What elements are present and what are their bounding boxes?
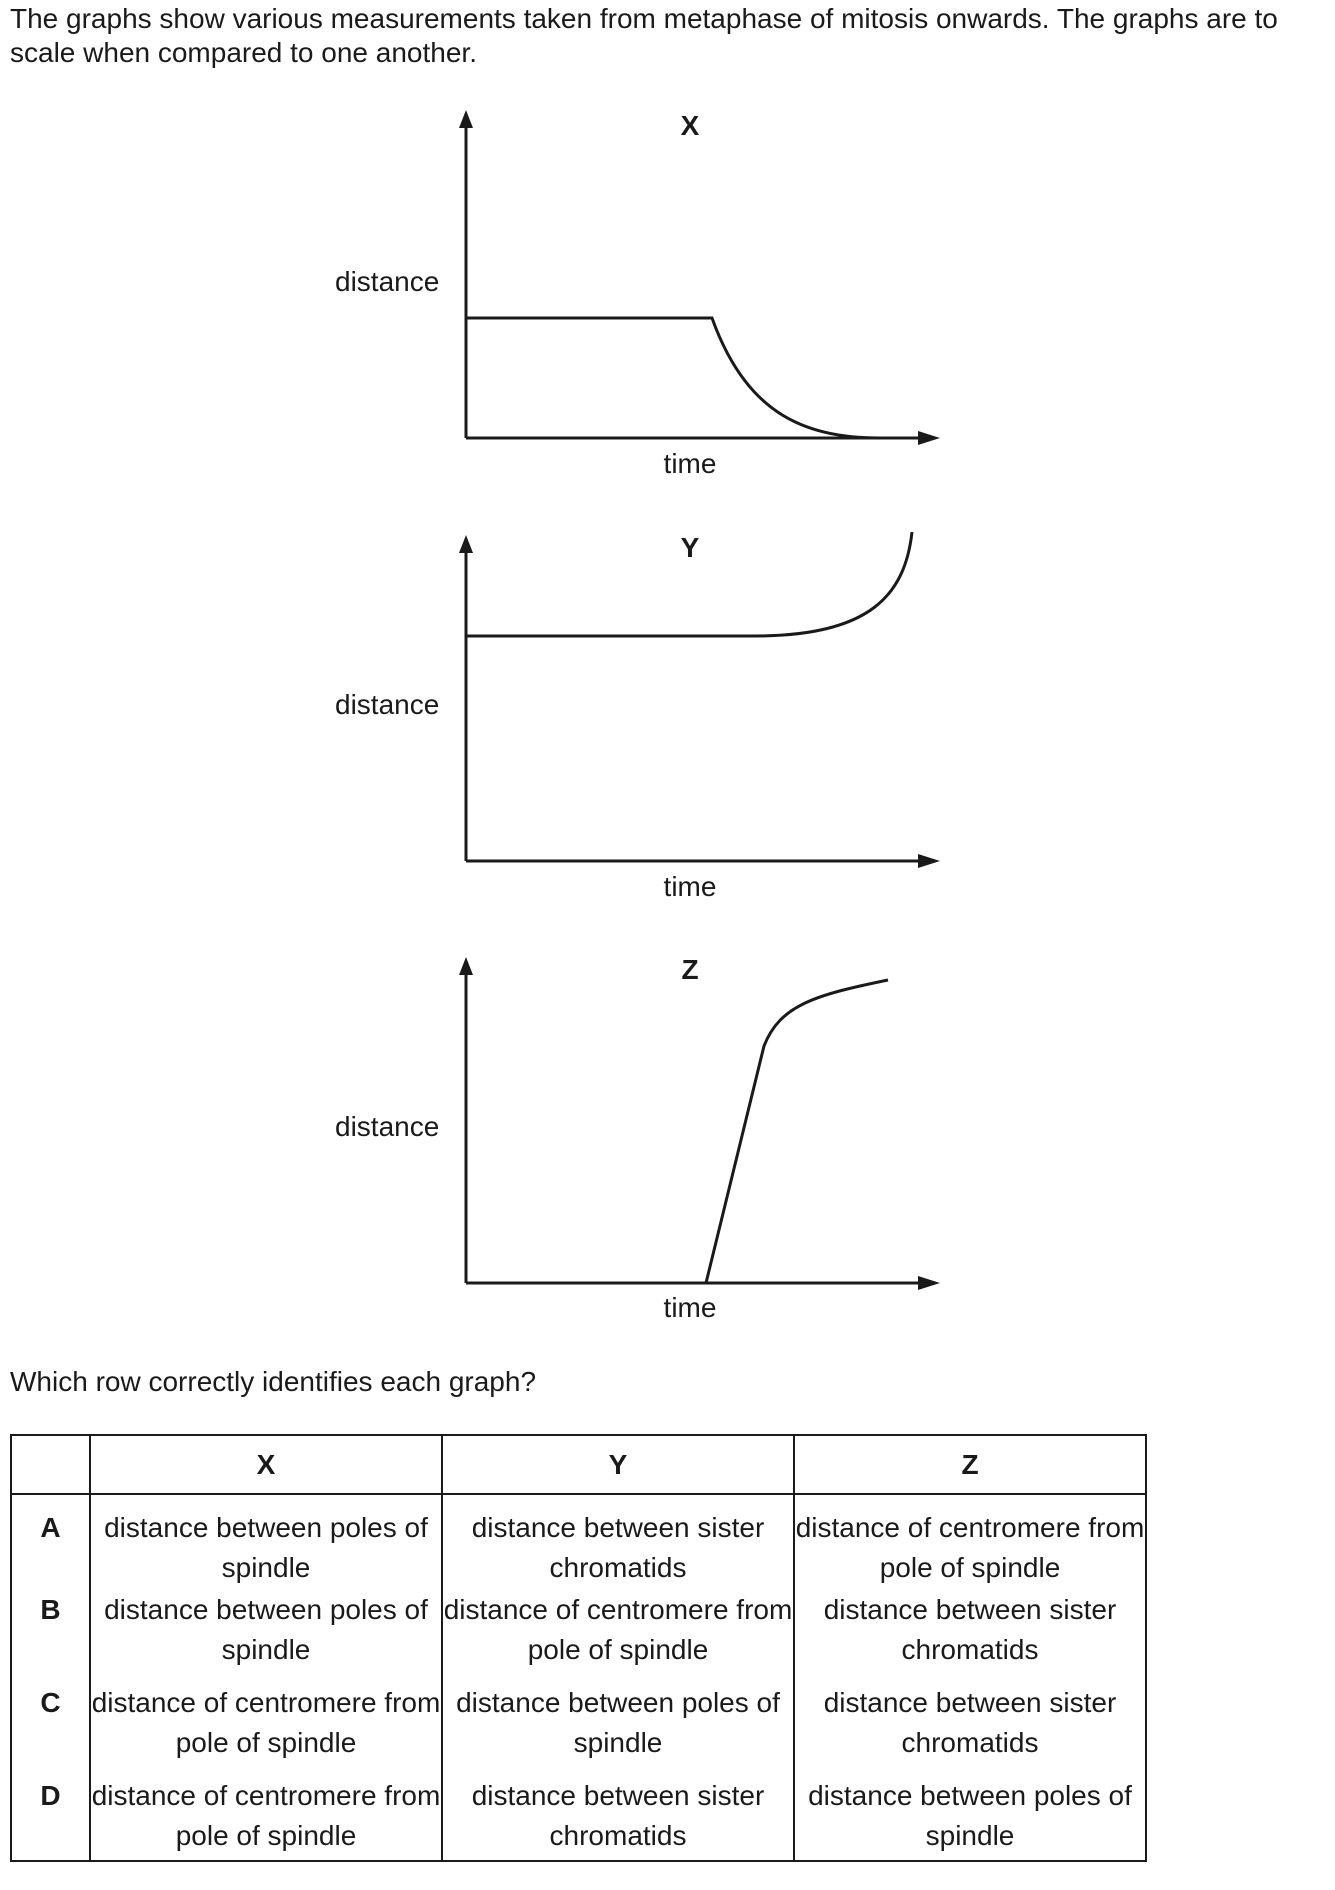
table-cell: distance between sister chromatids [793,1681,1147,1774]
graph-title: Y [680,532,700,563]
y-axis-label: distance [335,266,440,297]
x-axis-label: time [663,448,717,479]
table-header-row: X Y Z [10,1434,1147,1495]
table-cell: distance of centromere from pole of spin… [89,1681,443,1774]
graph-title: X [680,110,700,141]
table-cell: distance between sister chromatids [441,1774,795,1862]
header-cell: Z [793,1434,1147,1495]
table-row: A distance between poles of spindle dist… [10,1494,1147,1588]
header-cell: Y [441,1434,795,1495]
y-axis-arrowhead [459,535,473,553]
x-axis-arrowhead [918,854,940,868]
intro-text: The graphs show various measurements tak… [10,3,1278,68]
x-axis-arrowhead [918,1276,940,1290]
y-axis-label: distance [335,1111,440,1142]
question-text: Which row correctly identifies each grap… [10,1366,537,1397]
table-cell: distance between poles of spindle [89,1494,443,1588]
x-axis-arrowhead [918,431,940,445]
curve-y [466,531,914,638]
x-axis-label: time [663,871,717,902]
y-axis-label: distance [335,689,440,720]
table-row: B distance between poles of spindle dist… [10,1588,1147,1681]
table-row: C distance of centromere from pole of sp… [10,1681,1147,1774]
y-axis-arrowhead [459,110,473,128]
curve-z [704,978,889,1284]
graph-y-plot [459,531,940,868]
table-cell: distance between poles of spindle [793,1774,1147,1862]
table-cell: distance between sister chromatids [793,1588,1147,1681]
row-letter: A [10,1494,91,1588]
row-letter: D [10,1774,91,1862]
y-axis-arrowhead [459,957,473,975]
row-letter: B [10,1588,91,1681]
answer-table: X Y Z A distance between poles of spindl… [10,1434,1147,1862]
graph-x-plot [459,110,940,445]
table-cell: distance of centromere from pole of spin… [441,1588,795,1681]
table-cell: distance between poles of spindle [441,1681,795,1774]
table-cell: distance between poles of spindle [89,1588,443,1681]
graph-title: Z [681,954,699,985]
table-cell: distance between sister chromatids [441,1494,795,1588]
table-cell: distance of centromere from pole of spin… [793,1494,1147,1588]
curve-x [466,316,881,440]
header-cell: X [89,1434,443,1495]
table-row: D distance of centromere from pole of sp… [10,1774,1147,1862]
header-cell [10,1434,91,1495]
x-axis-label: time [663,1292,717,1323]
row-letter: C [10,1681,91,1774]
graph-z-plot [459,957,940,1290]
table-cell: distance of centromere from pole of spin… [89,1774,443,1862]
